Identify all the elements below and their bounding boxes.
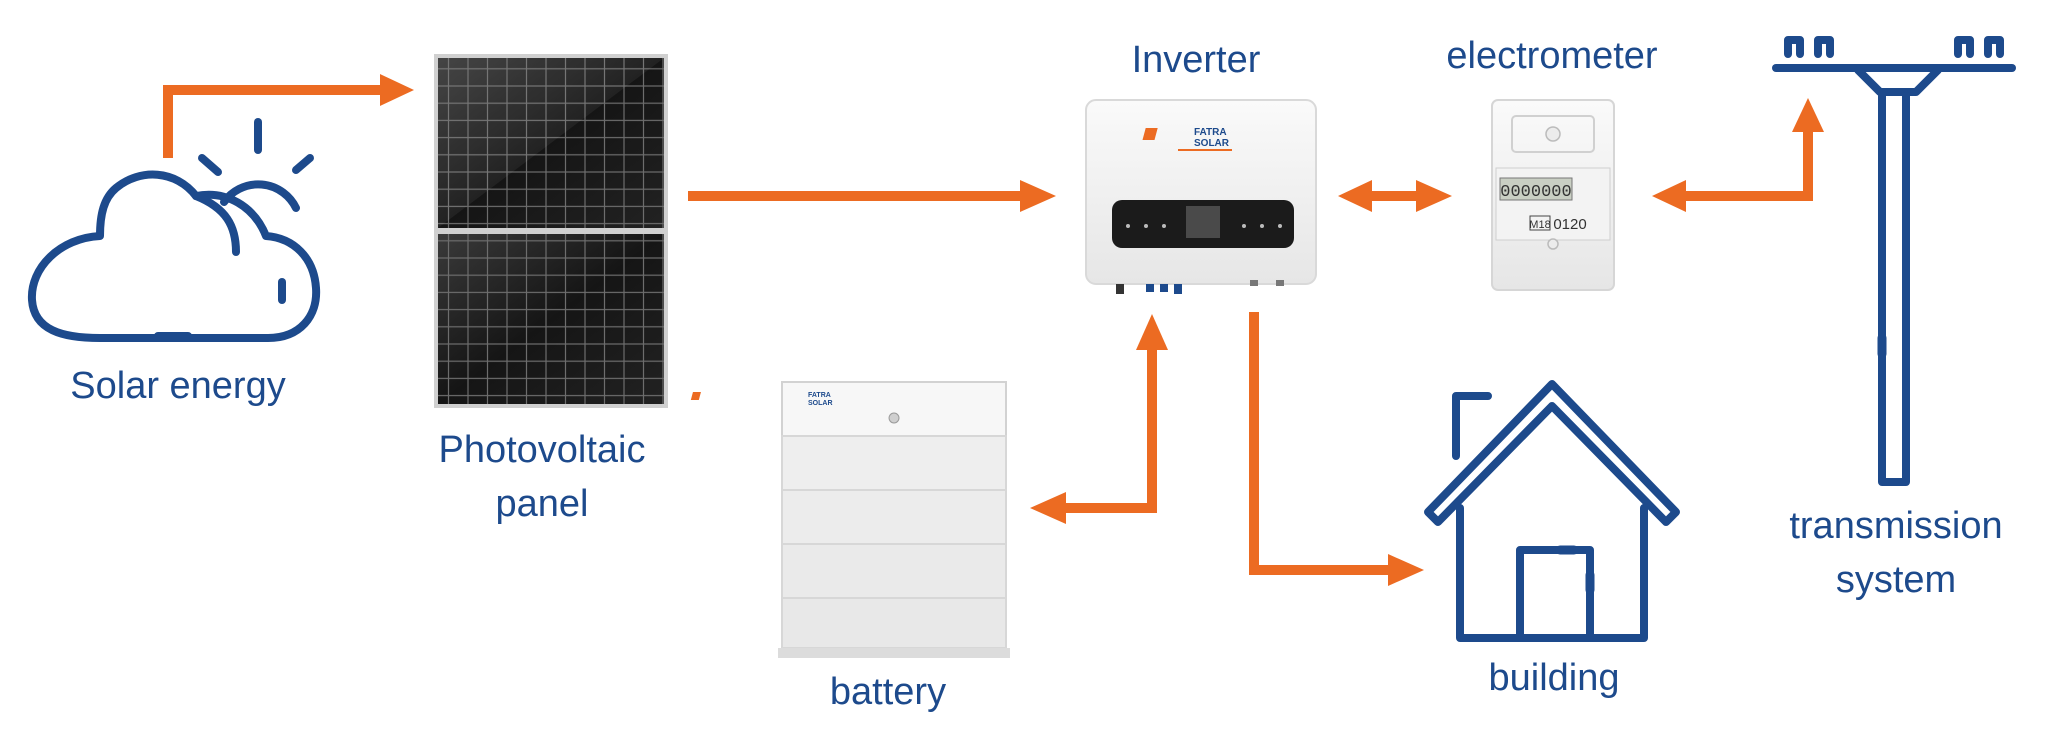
inverter-image: FATRA SOLAR (1085, 99, 1317, 294)
house-icon (1424, 380, 1680, 642)
cloud-sun-icon (27, 118, 321, 342)
battery-brand-line2: SOLAR (808, 400, 833, 407)
transmission-label-line1: transmission (1789, 505, 2002, 547)
battery-label: battery (830, 671, 946, 713)
arrow-inverter-building (1249, 312, 1424, 586)
solar-energy-label: Solar energy (70, 365, 285, 407)
inverter-brand-line2: SOLAR (1194, 138, 1230, 149)
meter-model: M18 (1529, 219, 1550, 231)
arrow-panel-to-inverter (688, 180, 1056, 212)
arrow-sun-to-panel (163, 74, 414, 158)
transmission-label-line2: system (1836, 559, 1956, 601)
arrow-inverter-battery (1030, 314, 1168, 524)
inverter-brand-line1: FATRA (1194, 127, 1227, 138)
meter-display-digits: 0000000 (1500, 183, 1571, 202)
battery-brand-line1: FATRA (808, 392, 831, 399)
power-pole-icon (1772, 36, 2016, 486)
arrow-inverter-electrometer (1338, 180, 1452, 212)
electrometer-label: electrometer (1446, 35, 1658, 77)
arrow-electrometer-transmission (1652, 98, 1824, 212)
inverter-label: Inverter (1132, 39, 1261, 81)
photovoltaic-panel-image (434, 54, 668, 408)
pv-panel-label-line2: panel (496, 483, 589, 525)
pv-panel-label-line1: Photovoltaic (438, 429, 645, 471)
meter-counter: 0120 (1553, 216, 1586, 233)
battery-image: FATRA SOLAR (690, 381, 1010, 658)
electrometer-image: 0000000 M18 0120 (1491, 99, 1615, 291)
building-label: building (1489, 657, 1620, 699)
